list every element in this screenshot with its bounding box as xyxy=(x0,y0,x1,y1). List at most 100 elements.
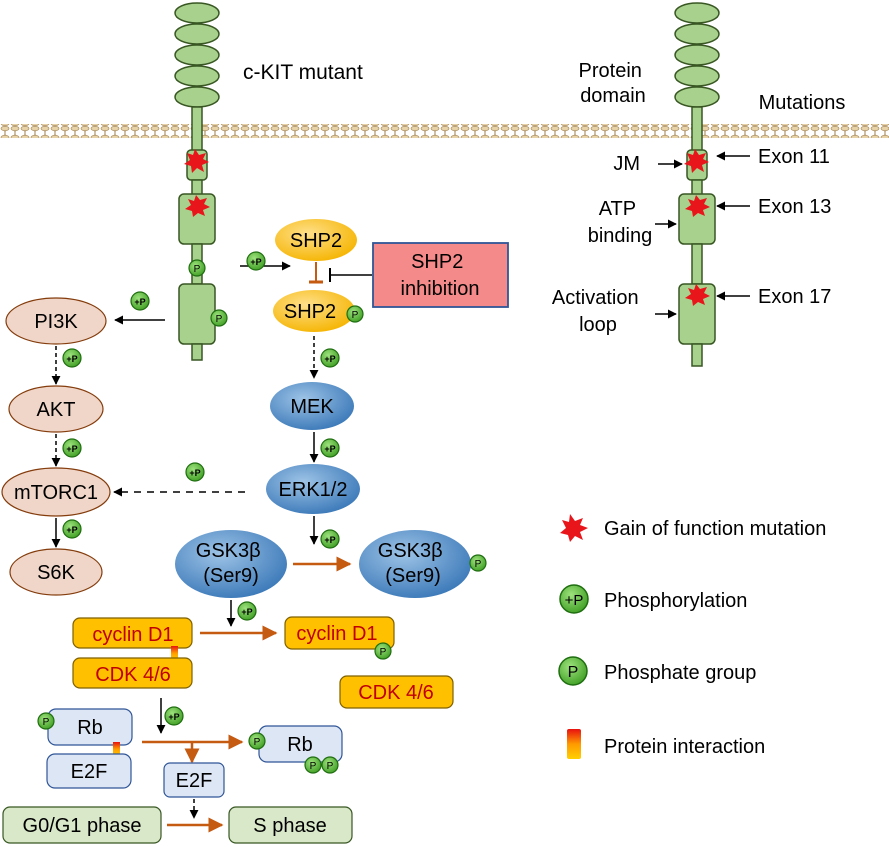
exon-11-label: Exon 11 xyxy=(758,146,830,168)
svg-text:+P: +P xyxy=(66,444,77,454)
mutation-burst-icon xyxy=(685,195,710,217)
svg-text:P: P xyxy=(310,761,317,772)
cell-membrane xyxy=(0,124,889,138)
phosphorylation-badge: +P xyxy=(320,438,340,458)
e2f-box xyxy=(46,753,132,789)
svg-text:P: P xyxy=(43,717,50,728)
svg-text:Rb: Rb xyxy=(287,734,313,756)
svg-text:+P: +P xyxy=(66,354,77,364)
pi3k-node xyxy=(5,297,107,345)
svg-text:GSK3β (Ser9): GSK3β (Ser9) xyxy=(378,540,448,587)
svg-text:AKT: AKT xyxy=(37,399,76,421)
svg-text:P: P xyxy=(327,761,334,772)
phosphorylation-badge: +P xyxy=(185,462,205,482)
domain-receptor xyxy=(674,2,720,367)
shp2-node xyxy=(275,219,357,261)
mek-node xyxy=(270,382,354,430)
phosphate-badge: P xyxy=(37,712,55,730)
s6k-node xyxy=(9,548,103,596)
svg-text:E2F: E2F xyxy=(176,770,213,792)
phosphate-badge: P xyxy=(248,732,266,750)
s-phase-box xyxy=(228,806,353,844)
mutation-burst-icon xyxy=(684,149,709,173)
protein-interaction-icon xyxy=(113,742,120,756)
phosphorylation-badge: +P xyxy=(320,348,340,368)
g0g1-phase-box xyxy=(2,806,162,844)
receptor-title: c-KIT mutant xyxy=(243,61,363,84)
exon-17-label: Exon 17 xyxy=(758,286,831,308)
svg-text:CDK 4/6: CDK 4/6 xyxy=(95,664,171,686)
phosphate-badge: P xyxy=(469,554,487,572)
svg-text:P: P xyxy=(254,737,261,748)
atp-binding-label: ATP binding xyxy=(588,198,653,247)
phosphorylation-badge: +P xyxy=(62,438,82,458)
mutation-burst-icon xyxy=(560,514,588,542)
legend: Gain of function mutation +P Phosphoryla… xyxy=(558,514,826,759)
mutation-burst-icon xyxy=(685,284,710,306)
svg-text:+P: +P xyxy=(134,297,145,307)
exon-13-label: Exon 13 xyxy=(758,196,831,218)
mutations-header: Mutations xyxy=(759,92,846,114)
protein-interaction-icon xyxy=(567,729,581,759)
mutation-burst-icon xyxy=(184,149,209,173)
e2f-free-box xyxy=(163,762,225,798)
svg-text:G0/G1 phase: G0/G1 phase xyxy=(23,815,142,837)
protein-interaction-icon xyxy=(171,646,178,660)
shp2-phospho-node xyxy=(273,290,355,332)
phosphate-badge: P xyxy=(210,309,228,327)
svg-text:+P: +P xyxy=(66,525,77,535)
extracellular-domains xyxy=(174,2,220,108)
legend-interaction: Protein interaction xyxy=(604,736,765,758)
phosphorylation-badge: +P xyxy=(246,251,266,271)
mutation-burst-icon xyxy=(185,195,210,217)
cdk46-free-box xyxy=(339,675,454,709)
legend-phosphorylation: Phosphorylation xyxy=(604,590,747,612)
svg-text:GSK3β (Ser9): GSK3β (Ser9) xyxy=(196,540,266,587)
svg-text:E2F: E2F xyxy=(71,761,108,783)
activation-loop-label: Activation loop xyxy=(552,287,644,336)
svg-text:+P: +P xyxy=(241,607,252,617)
phosphorylation-badge: +P xyxy=(130,291,150,311)
svg-text:+P: +P xyxy=(189,468,200,478)
phosphate-badge: P xyxy=(188,259,206,277)
svg-text:+P: +P xyxy=(324,535,335,545)
phosphate-badge: P xyxy=(374,642,392,660)
phosphorylation-badge: +P xyxy=(237,601,257,621)
svg-text:cyclin D1: cyclin D1 xyxy=(92,624,173,646)
svg-text:S6K: S6K xyxy=(37,562,75,584)
cdk46-box xyxy=(72,657,193,689)
svg-text:Rb: Rb xyxy=(77,717,103,739)
phosphorylation-badge: +P xyxy=(62,519,82,539)
svg-text:mTORC1: mTORC1 xyxy=(14,482,98,504)
svg-text:+P: +P xyxy=(324,444,335,454)
svg-text:+P: +P xyxy=(250,257,261,267)
erk-node xyxy=(266,464,360,514)
svg-text:SHP2 inhibition: SHP2 inhibition xyxy=(401,251,480,300)
svg-text:MEK: MEK xyxy=(290,396,334,418)
svg-text:+P: +P xyxy=(565,592,584,609)
svg-text:P: P xyxy=(568,664,579,681)
svg-text:PI3K: PI3K xyxy=(34,311,78,333)
gsk3b-node xyxy=(175,530,287,598)
phosphorylation-badge: +P xyxy=(164,706,184,726)
svg-text:SHP2: SHP2 xyxy=(290,230,342,252)
svg-text:SHP2: SHP2 xyxy=(284,301,336,323)
phosphorylation-badge: +P xyxy=(559,584,589,614)
svg-text:P: P xyxy=(194,264,201,275)
phosphate-badge: P xyxy=(346,305,364,323)
svg-text:P: P xyxy=(216,314,223,325)
cyclin-d1-box xyxy=(72,617,193,649)
protein-domain-header: Protein domain xyxy=(579,60,648,107)
phosphorylation-badge: +P xyxy=(62,348,82,368)
svg-text:cyclin D1: cyclin D1 xyxy=(296,623,377,645)
gsk3b-phospho-node xyxy=(359,530,471,598)
svg-text:P: P xyxy=(475,559,482,570)
c-kit-receptor xyxy=(174,2,220,361)
cyclin-d1-phospho-box xyxy=(284,616,395,650)
svg-text:P: P xyxy=(380,647,387,658)
phosphate-badge: P xyxy=(321,756,339,774)
legend-gain: Gain of function mutation xyxy=(604,518,826,540)
phosphate-badge: P xyxy=(304,756,322,774)
jm-label: JM xyxy=(613,153,640,175)
